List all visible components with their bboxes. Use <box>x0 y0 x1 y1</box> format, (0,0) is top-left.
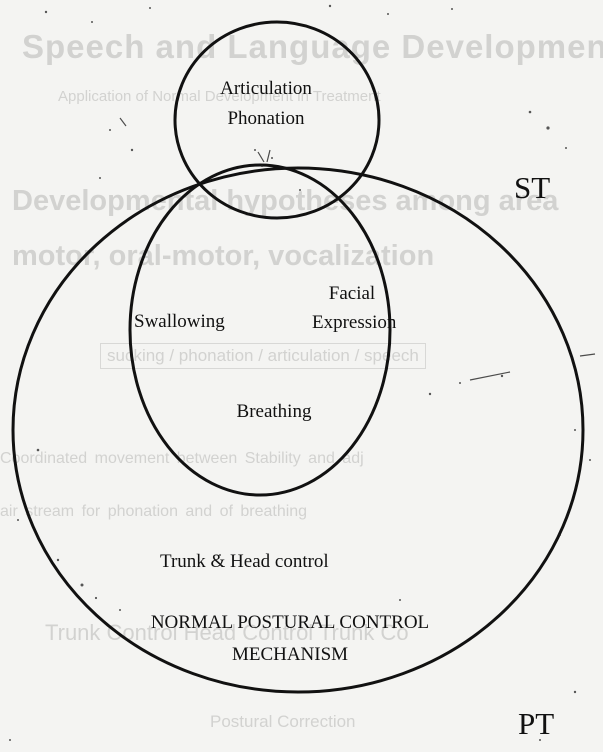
label-normal-postural-control: NORMAL POSTURAL CONTROL <box>150 612 430 633</box>
ghost-motor: motor, oral-motor, vocalization <box>12 240 435 272</box>
label-st: ST <box>514 170 551 205</box>
label-articulation: Articulation <box>220 78 312 99</box>
ghost-title: Speech and Language Development <box>22 28 603 65</box>
ghost-sequence: sucking / phonation / articulation / spe… <box>100 343 426 369</box>
label-expression: Expression <box>312 312 397 333</box>
label-pt: PT <box>518 706 555 741</box>
label-swallowing: Swallowing <box>134 311 225 332</box>
ghost-subtitle: Application of Normal Development in Tre… <box>58 88 381 105</box>
ghost-postural: Postural Correction <box>210 712 356 731</box>
middle-circle <box>128 163 392 497</box>
label-phonation: Phonation <box>227 108 305 129</box>
top-circle <box>173 20 381 220</box>
label-facial: Facial <box>328 283 376 304</box>
ghost-coordinated: Coordinated movement between Stability a… <box>0 450 364 467</box>
ghost-hypotheses: Developmental hypotheses among area <box>12 185 559 217</box>
label-trunk-head-control: Trunk & Head control <box>160 551 329 572</box>
label-mechanism: MECHANISM <box>231 644 349 665</box>
outer-circle <box>11 166 585 694</box>
label-breathing: Breathing <box>236 401 312 422</box>
ghost-airstream: air stream for phonation and of breathin… <box>0 503 308 520</box>
